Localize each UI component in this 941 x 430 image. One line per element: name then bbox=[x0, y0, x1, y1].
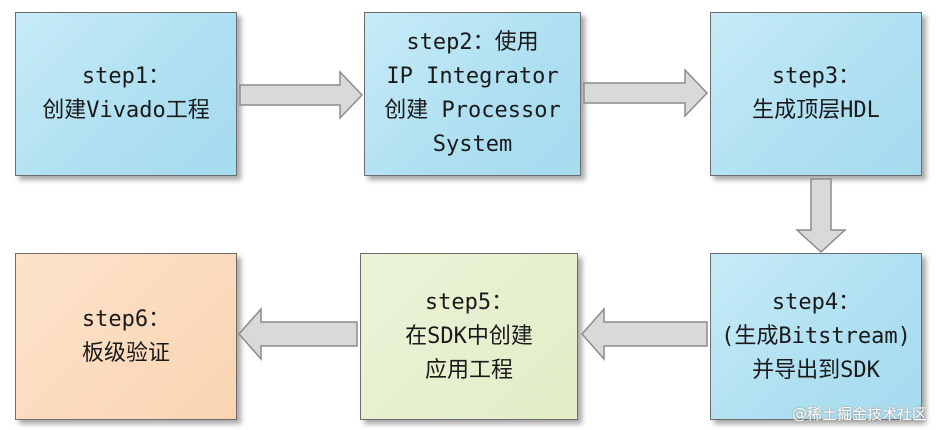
arrow-right-2 bbox=[583, 68, 709, 118]
step2-text-line3: System bbox=[432, 132, 513, 157]
step5-text-line2: 应用工程 bbox=[424, 357, 513, 383]
watermark: @稀土掘金技术社区 bbox=[791, 405, 927, 423]
step6-text: 板级验证 bbox=[81, 340, 170, 366]
step2-title: step2：使用 bbox=[406, 30, 539, 55]
step4-box: step4： (生成Bitstream) 并导出到SDK bbox=[710, 253, 922, 420]
arrow-left-2 bbox=[238, 307, 358, 361]
step1-box: step1： 创建Vivado工程 bbox=[15, 12, 237, 176]
step6-title: step6： bbox=[81, 306, 171, 332]
step3-text: 生成顶层HDL bbox=[752, 98, 880, 123]
step4-title: step4： bbox=[771, 289, 861, 315]
step3-title: step3： bbox=[771, 64, 861, 89]
step4-text-line2: 并导出到SDK bbox=[752, 357, 880, 383]
arrow-right-1 bbox=[239, 70, 364, 120]
arrow-down bbox=[795, 178, 847, 254]
step1-text: 创建Vivado工程 bbox=[42, 98, 210, 123]
step5-box: step5： 在SDK中创建 应用工程 bbox=[360, 253, 578, 420]
step4-text-line1: (生成Bitstream) bbox=[721, 323, 911, 349]
step2-box: step2：使用 IP Integrator 创建 Processor Syst… bbox=[364, 12, 581, 176]
arrow-left-1 bbox=[581, 307, 708, 361]
step2-text-line1: IP Integrator bbox=[386, 64, 559, 89]
step5-text-line1: 在SDK中创建 bbox=[405, 323, 533, 349]
step1-title: step1： bbox=[81, 64, 171, 89]
step2-text-line2: 创建 Processor bbox=[384, 98, 561, 123]
step3-box: step3： 生成顶层HDL bbox=[710, 12, 922, 176]
step5-title: step5： bbox=[424, 289, 514, 315]
step6-box: step6： 板级验证 bbox=[15, 253, 237, 420]
